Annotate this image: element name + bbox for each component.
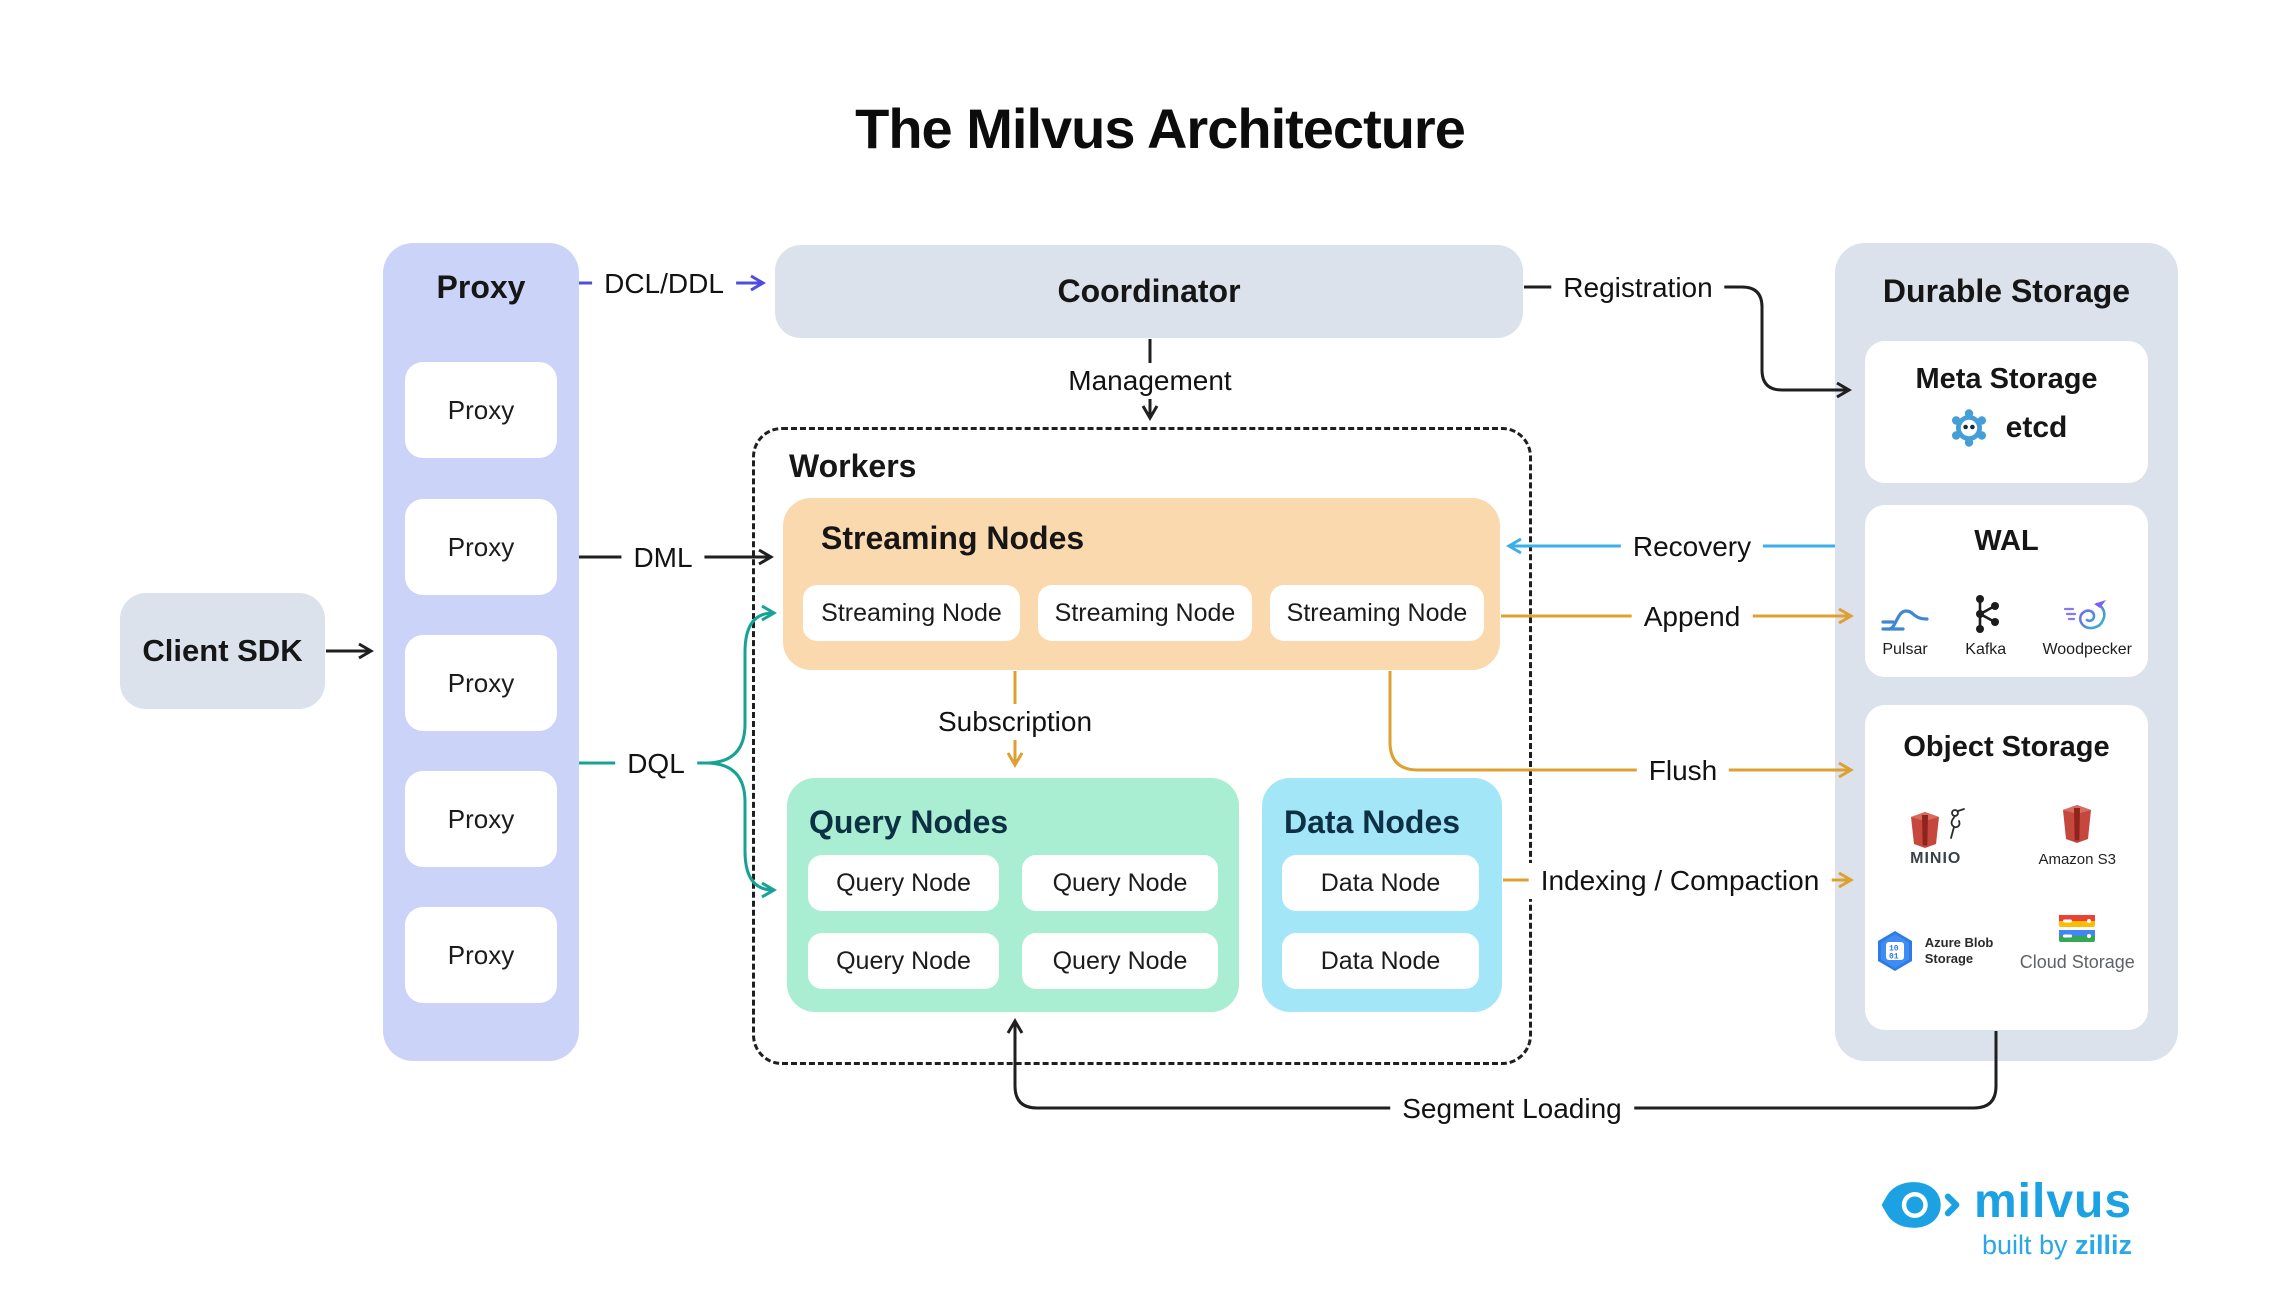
- edge-label-segment-loading: Segment Loading: [1390, 1091, 1634, 1127]
- brand-tagline: built by zilliz: [1981, 1230, 2133, 1260]
- meta-storage-card: Meta Storage etcd: [1865, 341, 2148, 483]
- edge-label-indexing-compaction: Indexing / Compaction: [1528, 863, 1832, 899]
- etcd-icon: [1951, 409, 1986, 447]
- edge-label-registration: Registration: [1551, 270, 1725, 306]
- workers-title: Workers: [789, 448, 917, 484]
- streaming-node: Streaming Node: [803, 585, 1020, 641]
- object-tech-azure-blob: 10 01 Azure Blob Storage: [1873, 929, 1999, 973]
- streaming-nodes-block: Streaming Nodes Streaming Node Streaming…: [783, 498, 1500, 670]
- data-node: Data Node: [1282, 855, 1479, 911]
- minio-icon: [1910, 808, 1965, 848]
- cloud-storage-icon: [2059, 915, 2096, 942]
- milvus-eye-icon: [1881, 1182, 1960, 1228]
- durable-storage-title: Durable Storage: [1882, 273, 2131, 309]
- edge-label-dml: DML: [621, 540, 705, 576]
- wal-tech-woodpecker: Woodpecker: [2042, 591, 2132, 659]
- svg-text:01: 01: [1889, 953, 1899, 962]
- proxy-group-title: Proxy: [436, 269, 526, 305]
- data-nodes-title: Data Nodes: [1284, 804, 1461, 840]
- wal-tech-kafka: Kafka: [1965, 591, 2006, 659]
- durable-storage-group: Durable Storage Meta Storage etcd WAL: [1835, 243, 2178, 1061]
- object-tech-minio: MINIO: [1905, 806, 1967, 868]
- wal-card: WAL Pulsar: [1865, 505, 2148, 677]
- wal-tech-pulsar: Pulsar: [1881, 591, 1929, 659]
- etcd-label: etcd: [2005, 411, 2068, 444]
- proxy-group: Proxy Proxy Proxy Proxy Proxy Proxy: [383, 243, 579, 1061]
- proxy-node: Proxy: [405, 635, 557, 731]
- client-sdk-box: Client SDK: [120, 593, 325, 709]
- azure-blob-icon: 10 01: [1877, 931, 1912, 971]
- object-tech-amazon-s3: Amazon S3: [2038, 801, 2116, 868]
- proxy-node: Proxy: [405, 499, 557, 595]
- svg-text:10: 10: [1889, 945, 1899, 954]
- streaming-node: Streaming Node: [1270, 585, 1484, 641]
- query-node: Query Node: [1022, 933, 1218, 989]
- milvus-logo: milvus built by zilliz: [1878, 1178, 2132, 1261]
- object-storage-title: Object Storage: [1903, 731, 2110, 763]
- proxy-node: Proxy: [405, 907, 557, 1003]
- edge-label-management: Management: [1056, 363, 1244, 399]
- edge-label-append: Append: [1631, 599, 1753, 635]
- query-node: Query Node: [808, 855, 999, 911]
- streaming-node: Streaming Node: [1038, 585, 1252, 641]
- query-nodes-block: Query Nodes Query Node Query Node Query …: [787, 778, 1239, 1012]
- data-node: Data Node: [1282, 933, 1479, 989]
- edge-label-flush: Flush: [1636, 753, 1730, 789]
- query-nodes-title: Query Nodes: [809, 804, 1009, 840]
- object-storage-card: Object Storage: [1865, 705, 2148, 1030]
- amazon-s3-icon: [2063, 805, 2092, 843]
- edge-label-dql: DQL: [615, 746, 697, 782]
- query-node: Query Node: [1022, 855, 1218, 911]
- edge-label-dcl-ddl: DCL/DDL: [592, 266, 736, 302]
- brand-company: zilliz: [2075, 1230, 2133, 1260]
- streaming-nodes-title: Streaming Nodes: [821, 520, 1085, 556]
- proxy-node: Proxy: [405, 362, 557, 458]
- pulsar-icon: [1881, 609, 1929, 631]
- proxy-node: Proxy: [405, 771, 557, 867]
- wal-title: WAL: [1974, 525, 2039, 557]
- woodpecker-icon: [2064, 600, 2107, 630]
- chevron-right-icon: [1944, 1193, 1960, 1217]
- meta-storage-title: Meta Storage: [1915, 363, 2098, 395]
- page-title: The Milvus Architecture: [855, 97, 1466, 160]
- brand-product: milvus: [1974, 1175, 2133, 1228]
- edge-label-recovery: Recovery: [1620, 529, 1764, 565]
- edge-label-subscription: Subscription: [925, 704, 1105, 740]
- coordinator-box: Coordinator: [775, 245, 1523, 338]
- client-sdk-label: Client SDK: [142, 633, 303, 668]
- kafka-icon: [1975, 595, 1999, 633]
- object-tech-cloud-storage: Cloud Storage: [2020, 902, 2135, 973]
- data-nodes-block: Data Nodes Data Node Data Node: [1262, 778, 1502, 1012]
- coordinator-label: Coordinator: [1057, 273, 1241, 309]
- query-node: Query Node: [808, 933, 999, 989]
